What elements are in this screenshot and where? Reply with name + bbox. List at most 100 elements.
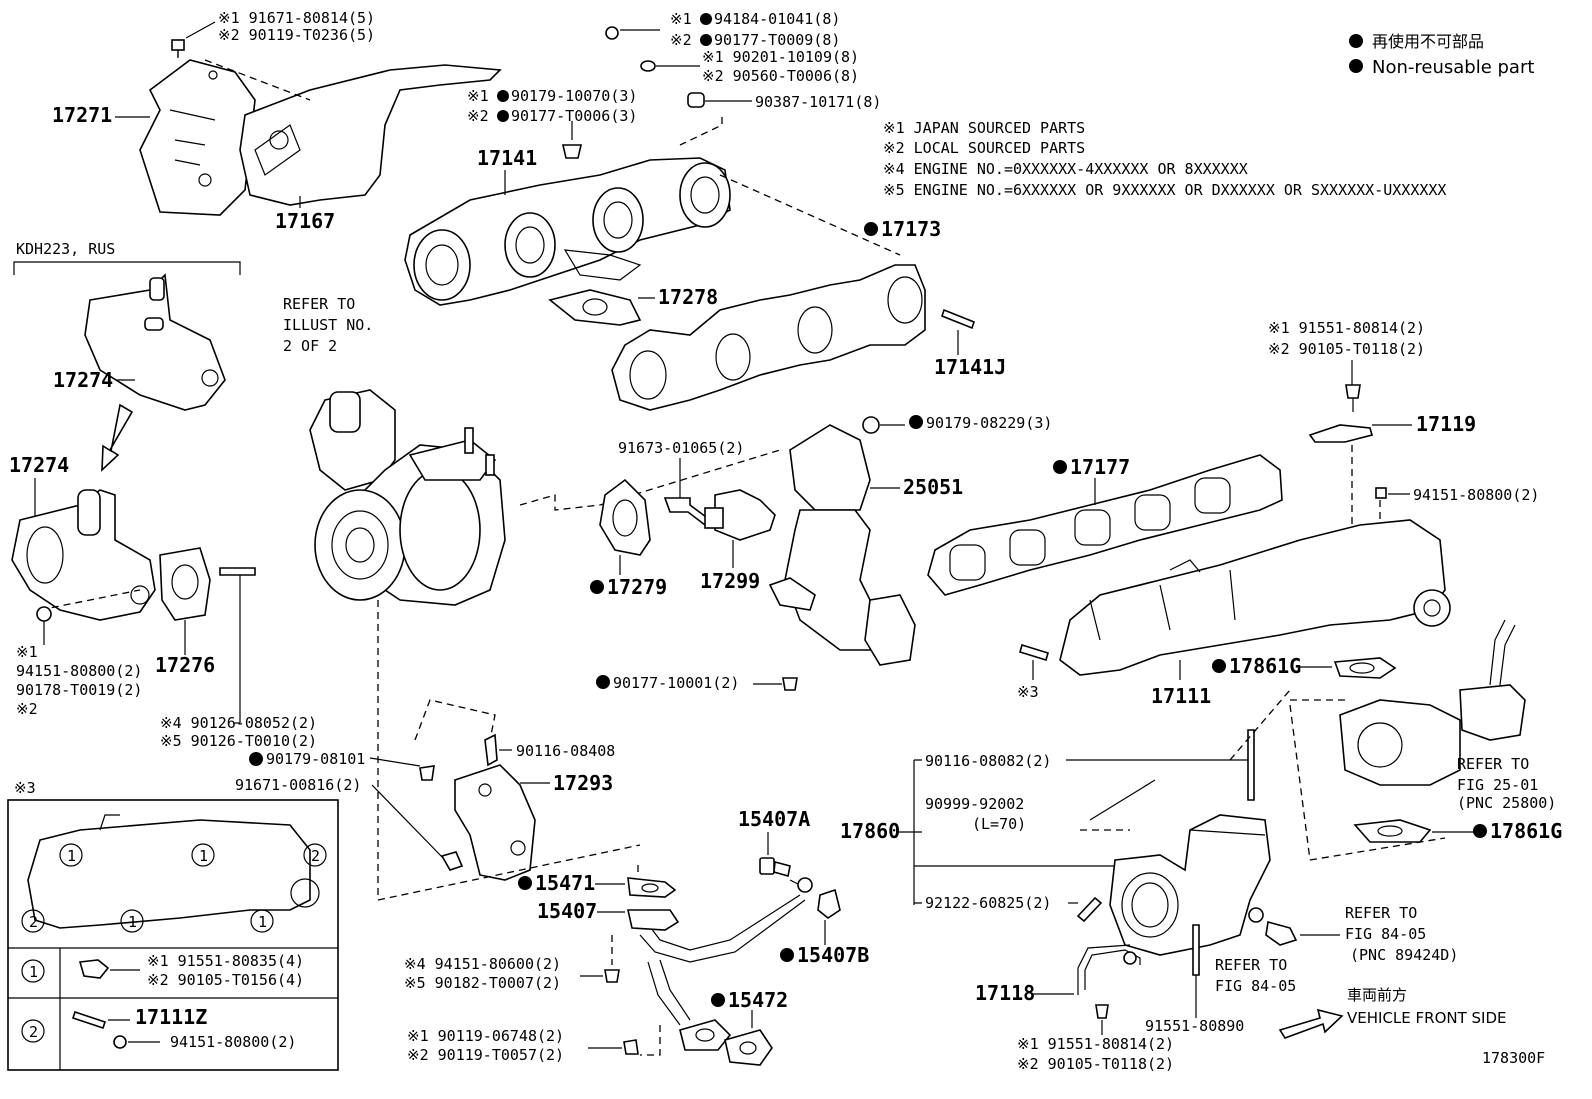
note-1: ※1 JAPAN SOURCED PARTS — [883, 119, 1085, 137]
label-b91673: 91673-01065(2) — [618, 439, 744, 457]
label-17274-bot: 17274 — [9, 453, 69, 477]
label-17111: 17111 — [1151, 684, 1211, 708]
label-17173: 17173 — [881, 217, 941, 241]
inset-box-3: ※3 1 1 1 1 2 2 1 2 ※1 91551-80835(4) ※2 … — [7, 779, 339, 1071]
label-17111Z: 17111Z — [135, 1005, 207, 1029]
bracket-17119 — [1308, 424, 1373, 443]
label-n4: ※4 94151-80600(2) — [404, 955, 561, 973]
bolt-91551-80890 — [1192, 924, 1200, 976]
label-b91551-80890: 91551-80890 — [1145, 1017, 1244, 1035]
label-l-x1: ※1 — [16, 643, 38, 661]
label-r-90116: 90116-08082(2) — [925, 752, 1051, 770]
label-stud4: ※4 90126-08052(2) — [160, 714, 317, 732]
label-n90177-10001: 90177-10001(2) — [613, 674, 739, 692]
label-nut94151: 94151-80800(2) — [1413, 486, 1539, 504]
box-callout: 1 — [199, 847, 208, 865]
label-n2: ※2 — [670, 31, 692, 49]
heat-insulator-17167 — [239, 64, 502, 206]
label-15471: 15471 — [535, 871, 595, 895]
note-4: ※4 ENGINE NO.=0XXXXXX-4XXXXXX OR 8XXXXXX — [883, 160, 1248, 178]
water-outlet-17274-top — [84, 273, 226, 411]
kdh223-group: KDH223, RUS 17274 17274 17276 ※4 90126-0… — [9, 240, 317, 750]
label-refer84b-2: FIG 84-05 — [1215, 977, 1296, 995]
label-c2: ※2 — [467, 107, 489, 125]
label-bb1: ※1 91551-80814(2) — [1017, 1035, 1174, 1053]
label-r-92122: 92122-60825(2) — [925, 894, 1051, 912]
label-17276: 17276 — [155, 653, 215, 677]
label-r-90999: 90999-92002 — [925, 795, 1024, 813]
bolt-icon — [440, 851, 464, 871]
label-17861G-a: 17861G — [1229, 654, 1301, 678]
label-stud5: ※5 90126-T0010(2) — [160, 732, 317, 750]
turbocharger: REFER TO ILLUST NO. 2 OF 2 — [283, 295, 781, 900]
label-17271: 17271 — [52, 103, 112, 127]
bolt-icon — [171, 39, 185, 58]
egr-valve: REFER TO FIG 25-01 (PNC 25800) 17861G — [1289, 619, 1562, 861]
nut-icon — [782, 677, 798, 691]
label-15407B: 15407B — [797, 943, 869, 967]
exhaust-manifold-17141: 17141 — [404, 146, 901, 306]
stud-icon — [1019, 643, 1049, 662]
label-t1: ※1 91551-80814(2) — [1268, 319, 1425, 337]
gasket-17861G-top — [1333, 657, 1397, 679]
label-n5: ※5 90182-T0007(2) — [404, 974, 561, 992]
arrow-down-icon — [101, 403, 134, 472]
label-refer84b-1: REFER TO — [1215, 956, 1287, 974]
gasket-17278: 17278 — [548, 285, 718, 326]
throttle-group: 17860 90116-08082(2) 90999-92002 (L=70) … — [840, 689, 1545, 1073]
stud-icon — [1247, 729, 1255, 801]
label-refer84a-2: FIG 84-05 — [1345, 925, 1426, 943]
label-17167: 17167 — [275, 209, 335, 233]
intake-group: ※1 91551-80814(2) ※2 90105-T0118(2) 1711… — [927, 319, 1539, 708]
label-refer25-2: FIG 25-01 — [1457, 776, 1538, 794]
label-l-x2: ※2 — [16, 700, 38, 718]
non-reusable-dot-icon — [1349, 59, 1363, 73]
label-17278: 17278 — [658, 285, 718, 309]
legend-en: Non-reusable part — [1372, 57, 1534, 78]
label-refer84a-1: REFER TO — [1345, 904, 1417, 922]
label-n2v: 90177-T0009(8) — [714, 31, 840, 49]
label-bb2: ※2 90105-T0118(2) — [1017, 1055, 1174, 1073]
bolt-icon — [1095, 1004, 1109, 1019]
nut-icon — [561, 144, 583, 159]
catalytic-converter-25051: 90179-08229(3) 25051 90177-10001(2) — [596, 414, 1052, 692]
heat-insulator-group: ※1 91671-80814(5) ※2 90119-T0236(5) 1727… — [52, 9, 502, 233]
label-c2v: 90177-T0006(3) — [511, 107, 637, 125]
sensor-17299: 17299 — [700, 489, 776, 593]
label-r-l70: (L=70) — [972, 815, 1026, 833]
refer-illust-2: ILLUST NO. — [283, 316, 373, 334]
legend: 再使用不可部品 Non-reusable part ※1 JAPAN SOURC… — [883, 32, 1534, 199]
note-2: ※2 LOCAL SOURCED PARTS — [883, 139, 1085, 157]
label-t2: ※2 90105-T0118(2) — [1268, 340, 1425, 358]
label-s1: 90387-10171(8) — [755, 93, 881, 111]
label-s90116-08408: 90116-08408 — [516, 742, 615, 760]
label-17177: 17177 — [1070, 455, 1130, 479]
label-17274-top: 17274 — [53, 368, 113, 392]
top-fasteners: ※1 94184-01041(8) ※2 90177-T0009(8) ※1 9… — [467, 10, 881, 159]
washer-icon — [640, 60, 656, 72]
label-box-b1: ※1 91551-80835(4) — [147, 952, 304, 970]
label-refer25-3: (PNC 25800) — [1457, 794, 1556, 812]
bolt-icon — [1345, 384, 1361, 399]
label-box-nut: 94151-80800(2) — [170, 1033, 296, 1051]
variant-label: KDH223, RUS — [16, 240, 115, 258]
gasket-15407B — [817, 888, 841, 919]
throttle-body — [1109, 814, 1271, 956]
flange-15407 — [627, 909, 680, 931]
spacer-icon — [687, 92, 705, 108]
label-b91671-00816: 91671-00816(2) — [235, 776, 361, 794]
nut-icon — [113, 1035, 127, 1049]
label-17279: 17279 — [607, 575, 667, 599]
label-15407A: 15407A — [738, 807, 810, 831]
stud-icon — [71, 1010, 107, 1030]
label-l-nut: 94151-80800(2) — [16, 662, 142, 680]
drawing-id: 178300F — [1482, 1049, 1545, 1067]
nut-icon — [419, 765, 435, 781]
box-callout: 2 — [29, 913, 38, 931]
stud-17141J: 17141J — [934, 308, 1006, 379]
bolt-icon — [623, 1039, 639, 1055]
gasket-15472 — [724, 1029, 773, 1066]
label-15472: 15472 — [728, 988, 788, 1012]
label-box-b2: ※2 90105-T0156(4) — [147, 971, 304, 989]
